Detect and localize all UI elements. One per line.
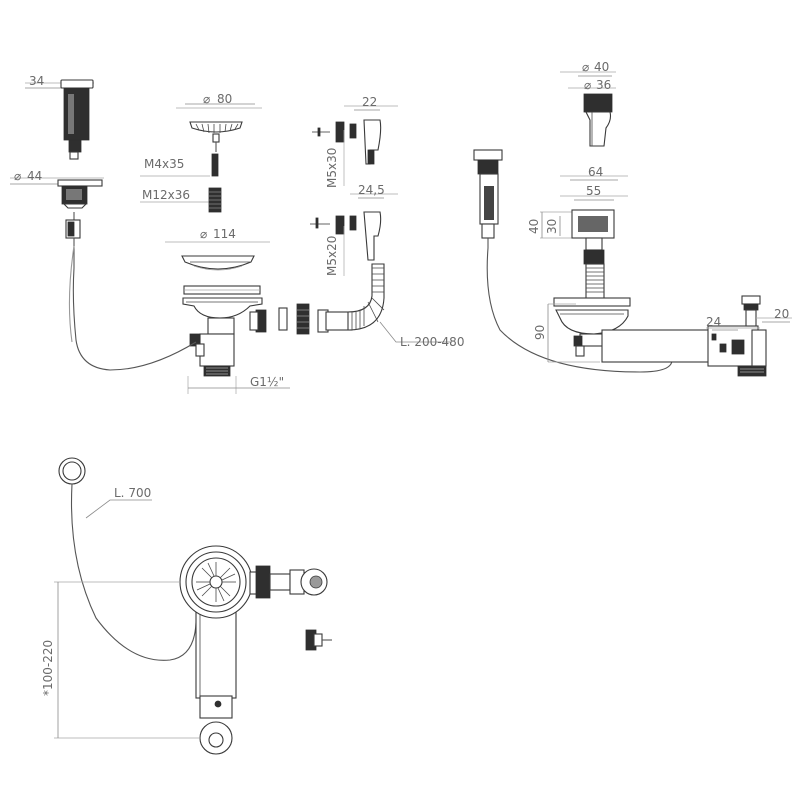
dim-36-symbol: ⌀ — [584, 78, 591, 92]
dim-80-label: 80 — [217, 92, 232, 106]
dim-80-symbol: ⌀ — [203, 92, 210, 106]
dim-l200-480-label: L. 200-480 — [400, 335, 464, 349]
dim-24-label: 24 — [706, 315, 721, 329]
pop-up-knob-group: 34 — [25, 74, 94, 160]
dim-m5x20-label: M5x20 — [325, 236, 339, 276]
dim-40-symbol: ⌀ — [582, 60, 589, 74]
dim-l700-label: L. 700 — [114, 486, 151, 500]
dim-20-label: 20 — [774, 307, 789, 321]
dim-h30-label: 30 — [545, 219, 559, 234]
basket-strainer-group: ⌀ 80 M4x35 M12x36 ⌀ 114 G1½" — [68, 92, 290, 394]
dim-m5x30-label: M5x30 — [325, 148, 339, 188]
dim-40-label: 40 — [594, 60, 609, 74]
overflow-kit-group: 22 M5x30 24,5 M5x20 L. 200-480 — [278, 95, 464, 349]
dim-114-symbol: ⌀ — [200, 227, 207, 241]
dim-55-label: 55 — [586, 184, 601, 198]
dim-34-label: 34 — [29, 74, 44, 88]
top-view-group: L. 700 *100-220 — [41, 457, 332, 755]
dim-22-label: 22 — [362, 95, 377, 109]
dim-h100-220-label: *100-220 — [41, 640, 55, 696]
dim-44-label: 44 — [27, 169, 42, 183]
dim-44-symbol: ⌀ — [14, 169, 21, 183]
dim-36-label: 36 — [596, 78, 611, 92]
dim-h40-label: 40 — [527, 219, 541, 234]
dim-g112-label: G1½" — [250, 375, 284, 389]
dim-m4x35-label: M4x35 — [144, 157, 184, 171]
dim-h90-label: 90 — [533, 325, 547, 340]
dim-m12x36-label: M12x36 — [142, 188, 190, 202]
dim-64-label: 64 — [588, 165, 603, 179]
knob-flange-group: ⌀ 44 — [10, 169, 104, 246]
dim-24-5-label: 24,5 — [358, 183, 385, 197]
dim-114-label: 114 — [213, 227, 236, 241]
rect-overflow-group: ⌀ 40 ⌀ 36 64 55 40 30 90 — [473, 60, 792, 377]
